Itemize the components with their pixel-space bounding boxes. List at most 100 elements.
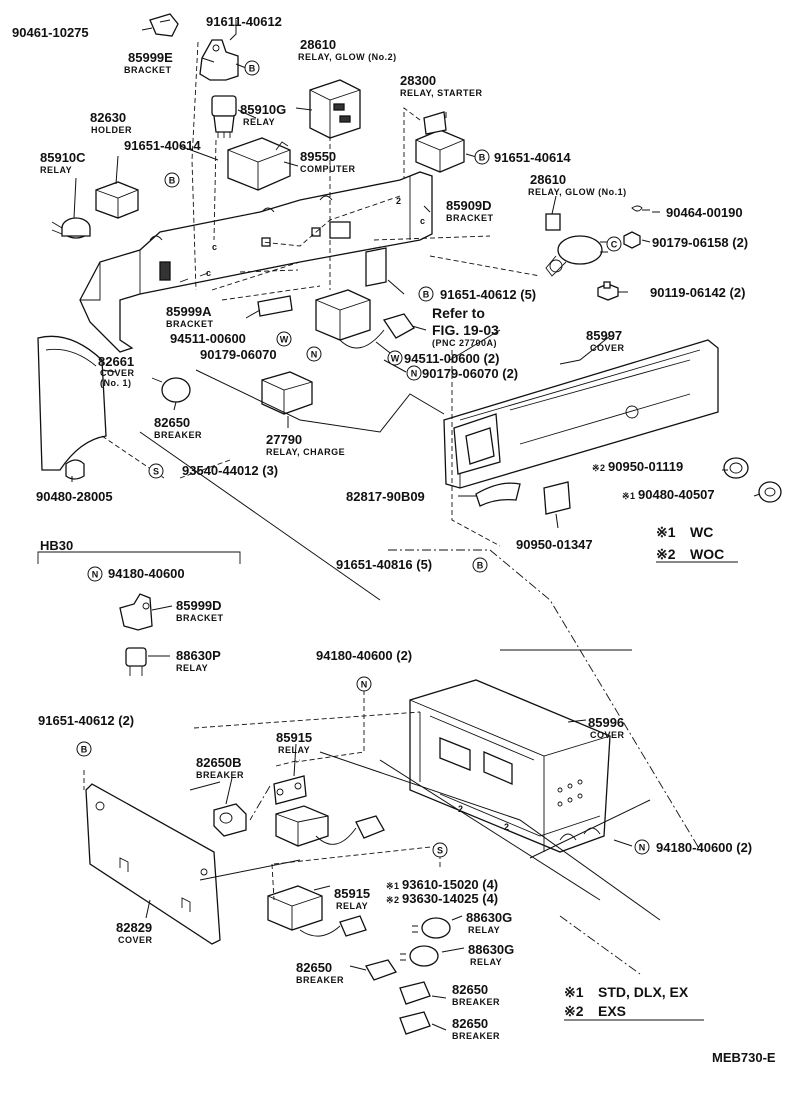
label-85999d-desc: BRACKET (176, 613, 224, 623)
label-85910g: 85910G (240, 102, 286, 117)
mark-b-4: B (418, 286, 434, 302)
relay-85915-upper (273, 775, 385, 847)
label-90480-40507: 90480-40507 (638, 487, 715, 502)
label-85999e: 85999E (128, 50, 173, 65)
label-90179-06070: 90179-06070 (200, 347, 277, 362)
label-82630-desc: HOLDER (91, 125, 132, 135)
label-82650-c: 82650 (452, 1016, 488, 1031)
fastener-90464 (631, 205, 650, 212)
mark-n-1: N (306, 346, 322, 362)
clip-90461 (149, 13, 179, 37)
mark-c-1: C (606, 236, 622, 252)
svg-text:N: N (411, 369, 418, 379)
mark-b-3: B (474, 149, 490, 165)
nut-90179-06158 (623, 231, 641, 249)
label-93540-44012: 93540-44012 (3) (182, 463, 278, 478)
mark-std-1: ※1 (386, 881, 400, 891)
label-85997: 85997 (586, 328, 622, 343)
label-90464-00190: 90464-00190 (666, 205, 743, 220)
label-85909d-desc: BRACKET (446, 213, 494, 223)
svg-text:B: B (477, 561, 484, 571)
relay-27790 (261, 371, 313, 415)
label-94511-00600-2: 94511-00600 (2) (404, 351, 499, 366)
svg-text:c: c (420, 216, 425, 226)
holder-82630 (95, 181, 139, 219)
mark-b-6: B (76, 741, 92, 757)
label-85999e-desc: BRACKET (124, 65, 172, 75)
bolt-90119 (597, 281, 619, 301)
label-90950-01119: 90950-01119 (608, 459, 683, 474)
legend-std-dlx-ex: STD, DLX, EX (598, 984, 689, 1000)
label-85999a-desc: BRACKET (166, 319, 214, 329)
mark-s-1: S (148, 463, 164, 479)
plate-90950-01347 (543, 481, 571, 515)
label-meb730-e: MEB730-E (712, 1050, 776, 1065)
label-85915-lower-desc: RELAY (336, 901, 368, 911)
label-89550: 89550 (300, 149, 336, 164)
callout-marks: B B B B W N W N S B C N N B S N (76, 60, 650, 858)
cover-85997 (443, 339, 719, 489)
legend-mark-3: ※1 (564, 984, 584, 1000)
relay-85910c (51, 217, 91, 239)
label-85996: 85996 (588, 715, 624, 730)
label-90179-06158: 90179-06158 (2) (652, 235, 748, 250)
label-88630g-1-desc: RELAY (468, 925, 500, 935)
part-labels: 90461-10275 91611-40612 85999E BRACKET 2… (12, 14, 776, 1065)
svg-text:N: N (92, 570, 99, 580)
legend-woc: WOC (690, 546, 724, 562)
legend-mark-4: ※2 (564, 1003, 584, 1019)
label-91651-40816: 91651-40816 (5) (336, 557, 432, 572)
label-88630g-2-desc: RELAY (470, 957, 502, 967)
label-89550-desc: COMPUTER (300, 164, 356, 174)
label-85999d: 85999D (176, 598, 222, 613)
svg-text:2: 2 (396, 196, 401, 206)
mark-wc-a: ※2 (592, 463, 606, 473)
label-85915-upper-desc: RELAY (278, 745, 310, 755)
bracket-85999a (257, 295, 293, 317)
label-82650-b: 82650 (452, 982, 488, 997)
label-27790-desc: RELAY, CHARGE (266, 447, 345, 457)
mark-s-2: S (432, 842, 448, 858)
label-28300-desc: RELAY, STARTER (400, 88, 483, 98)
relay-85910g (211, 95, 237, 138)
label-hb30: HB30 (40, 538, 73, 553)
label-82650-a-desc: BREAKER (296, 975, 344, 985)
mark-n-5: N (634, 839, 650, 855)
label-85910g-desc: RELAY (243, 117, 275, 127)
svg-text:W: W (280, 335, 289, 345)
svg-text:N: N (311, 350, 318, 360)
svg-text:2: 2 (458, 804, 463, 814)
breaker-82650b (213, 803, 247, 837)
legend-mark-2: ※2 (656, 546, 676, 562)
label-94511-00600: 94511-00600 (170, 331, 246, 346)
relay-28300-starter (415, 111, 465, 173)
mark-n-3: N (87, 566, 103, 582)
label-fig-19-03: FIG. 19-03 (432, 322, 499, 338)
label-82630: 82630 (90, 110, 126, 125)
label-28610-mid: 28610 (530, 172, 566, 187)
label-85915-lower: 85915 (334, 886, 370, 901)
mark-wc-b: ※1 (622, 491, 636, 501)
cover-82661 (37, 335, 107, 471)
label-88630p: 88630P (176, 648, 221, 663)
label-refer-to: Refer to (432, 305, 485, 321)
label-91611-40612: 91611-40612 (206, 14, 282, 29)
grommet-90950-01119 (723, 457, 749, 479)
label-85910c-desc: RELAY (40, 165, 72, 175)
legend-mark-1: ※1 (656, 524, 676, 540)
bracket-marks: 2 c c c 2 2 (206, 196, 509, 832)
mark-n-2: N (406, 365, 422, 381)
mark-exs-1: ※2 (386, 895, 400, 905)
mark-n-4: N (356, 676, 372, 692)
svg-text:N: N (361, 680, 368, 690)
relay-88630g-2 (400, 945, 439, 967)
relay-ref-27700a (315, 289, 415, 349)
grommet-90480-40507 (758, 481, 782, 503)
label-85997-desc: COVER (590, 343, 625, 353)
label-82650-b-desc: BREAKER (452, 997, 500, 1007)
breaker-82650-c (399, 1011, 431, 1035)
mark-w-1: W (276, 331, 292, 347)
svg-text:c: c (206, 268, 211, 278)
label-82661: 82661 (98, 354, 134, 369)
label-82661-desc: COVER (100, 368, 135, 378)
